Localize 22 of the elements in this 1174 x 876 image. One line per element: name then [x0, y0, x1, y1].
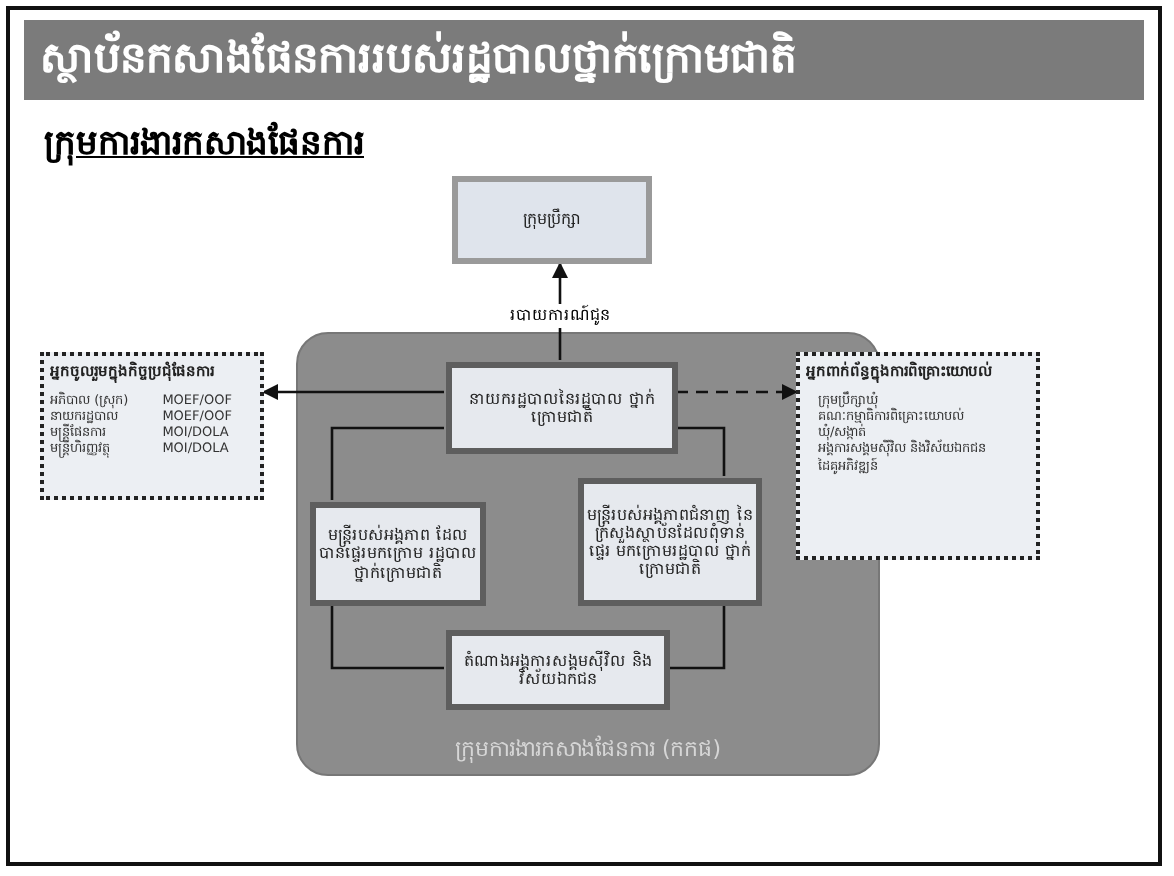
dotted-box	[796, 352, 1040, 560]
connector-line	[668, 604, 726, 670]
council-box	[452, 176, 652, 264]
box-text: តំណាងអង្គការសង្គមស៊ីវិល និងវិស័យឯកជន	[462, 651, 654, 689]
connector-line	[330, 426, 444, 500]
arrow	[676, 384, 798, 400]
box-text: មន្ត្រីរបស់អង្គភាព ដែលបានផ្ទេរមកក្រោម រដ្ឋបាលថ្នាក់ក្រោមជាតិ	[318, 526, 478, 582]
section-heading: ក្រុមការងារកសាងផែនការ	[44, 120, 364, 170]
connector-line	[330, 604, 444, 670]
process-box	[446, 630, 670, 710]
box-text: ក្រុមប្រឹក្សា	[523, 210, 581, 230]
connector-line	[676, 426, 726, 476]
title-bar: ស្ថាប័នកសាងផែនការរបស់រដ្ឋបាលថ្នាក់ក្រោមជាតិ	[24, 20, 1144, 100]
dotted-box	[40, 352, 264, 500]
process-box	[578, 478, 762, 606]
process-box	[310, 502, 486, 606]
process-box	[446, 362, 678, 454]
box-text: មន្ត្រីរបស់អង្គភាពជំនាញ នៃក្រសួងស្ថាប័នដែលពុំទាន់ផ្ទេរ មកក្រោមរដ្ឋបាល ថ្នាក់ក្រោមជាតិ	[586, 505, 754, 579]
box-text: នាយករដ្ឋបាលនៃរដ្ឋបាល ថ្នាក់ក្រោមជាតិ	[467, 389, 657, 427]
arrow	[262, 384, 444, 400]
group-title: ក្រុមការងារកសាងផែនការ (កកផ)	[452, 734, 724, 766]
edge-label: របាយការណ៍ជូន	[506, 304, 614, 328]
